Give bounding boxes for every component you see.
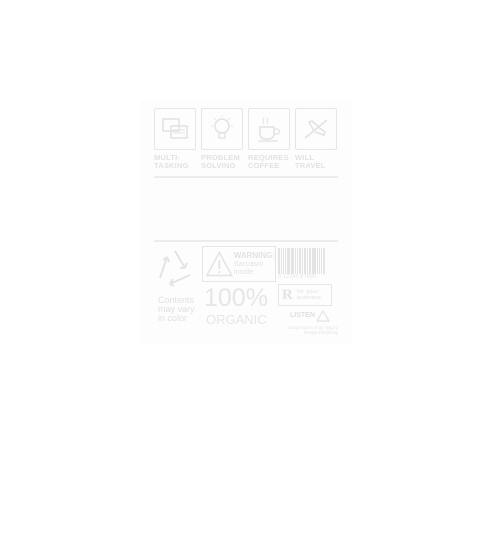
contents-note: Contents may vary in color xyxy=(158,296,195,323)
icon-label-line2: SOLVING xyxy=(201,161,236,170)
organic-word: ORGANIC xyxy=(206,312,267,327)
organic-percent: 100% xyxy=(204,284,268,312)
small-note-line2: Image Rotating xyxy=(303,331,339,336)
icon-label-line2: TRAVEL xyxy=(295,161,326,170)
icon-label-line1: MULTI- xyxy=(154,153,181,162)
icon-cell-multitasking: MULTI-TASKING xyxy=(154,108,196,172)
blank-middle-band xyxy=(154,182,338,236)
barcode-number: 0 12345 67890 xyxy=(278,274,317,280)
divider-bottom xyxy=(154,240,338,242)
recycle-icon xyxy=(159,250,191,287)
r-badge-line2: business xyxy=(296,295,321,301)
warning-title: WARNING: xyxy=(233,251,275,260)
warning-line1: Sarcasm xyxy=(233,259,264,268)
warning-line2: inside xyxy=(233,267,254,276)
barcode xyxy=(278,248,326,274)
contents-line1: Contents xyxy=(158,295,195,305)
fine-print-word: LISTEN xyxy=(290,312,315,319)
contents-line2: may vary xyxy=(158,304,195,314)
r-badge-line1: for your xyxy=(296,289,319,295)
r-letter: R xyxy=(282,286,293,303)
coffee-cup-icon xyxy=(248,108,290,150)
icon-label-line1: REQUIRES xyxy=(248,153,289,162)
icon-label-line2: TASKING xyxy=(154,161,189,170)
multitask-icon xyxy=(154,108,196,150)
lightbulb-icon xyxy=(201,108,243,150)
icon-label-line2: COFFEE xyxy=(248,161,280,170)
warning-triangle-icon xyxy=(205,250,234,277)
warning-box: WARNING: Sarcasm inside xyxy=(202,246,276,282)
divider-top xyxy=(154,176,338,178)
small-note: Long hours may apply Image Rotating xyxy=(288,326,338,336)
r-badge: R for your business xyxy=(278,284,332,306)
small-triangle-icon xyxy=(316,310,330,322)
icon-label-line1: WILL xyxy=(295,153,315,162)
icon-label-line1: PROBLEM xyxy=(201,153,240,162)
airplane-icon xyxy=(295,108,337,150)
contents-line3: in color xyxy=(158,313,188,323)
small-note-line1: Long hours may apply xyxy=(288,326,339,331)
